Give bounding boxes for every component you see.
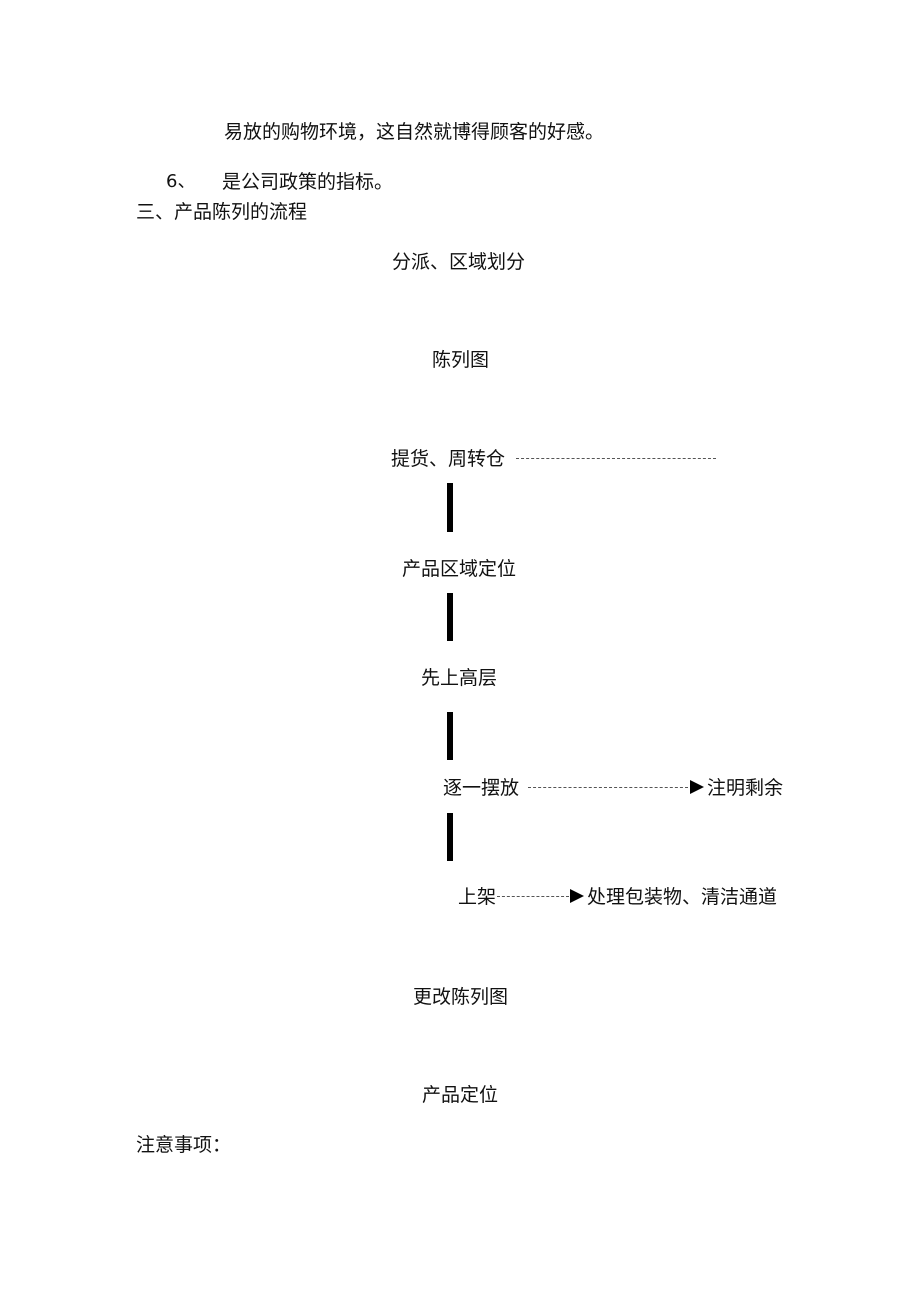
dashed-connector xyxy=(497,896,569,897)
flow-branch-note-remaining: 注明剩余 xyxy=(707,777,784,799)
dashed-connector xyxy=(516,458,716,459)
dashed-connector xyxy=(528,787,688,788)
flow-step-update-planogram: 更改陈列图 xyxy=(413,986,509,1008)
notes-heading: 注意事项： xyxy=(136,1134,232,1156)
flow-connector-bar xyxy=(447,813,453,861)
flow-step-pickup: 提货、周转仓 xyxy=(391,448,506,470)
flow-step-product-position: 产品定位 xyxy=(422,1084,499,1106)
paragraph-continuation: 易放的购物环境，这自然就博得顾客的好感。 xyxy=(224,121,605,143)
item-number: 6、 xyxy=(166,171,196,192)
flow-step-area-position: 产品区域定位 xyxy=(402,558,517,580)
arrow-right-icon xyxy=(570,889,584,903)
flow-connector-bar xyxy=(447,593,453,641)
flow-step-arrange: 逐一摆放 xyxy=(443,777,520,799)
flow-connector-bar xyxy=(447,483,453,532)
section-heading: 三、产品陈列的流程 xyxy=(136,201,308,223)
flow-branch-cleanup: 处理包装物、清洁通道 xyxy=(587,886,778,908)
item-text: 是公司政策的指标。 xyxy=(222,171,394,193)
flow-step-assign: 分派、区域划分 xyxy=(392,251,526,273)
flow-step-planogram: 陈列图 xyxy=(432,349,490,371)
flow-step-shelve: 上架 xyxy=(458,886,497,908)
flow-step-top-shelf: 先上高层 xyxy=(421,667,498,689)
flow-connector-bar xyxy=(447,712,453,760)
arrow-right-icon xyxy=(690,780,704,794)
